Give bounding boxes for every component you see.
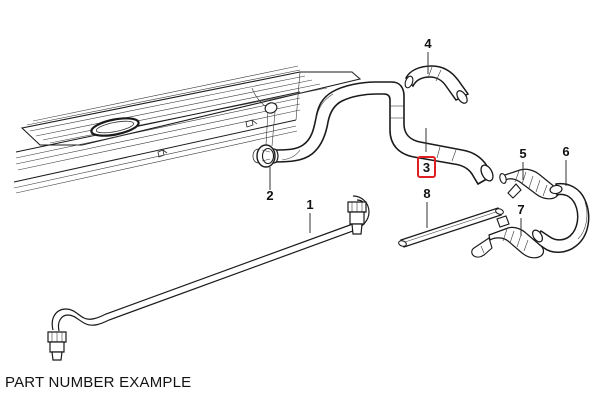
callout-2-label: 2 xyxy=(266,188,273,203)
valve-cover xyxy=(13,65,362,194)
callout-1-label: 1 xyxy=(306,197,313,212)
callout-2: 2 xyxy=(266,167,274,203)
callout-7-label: 7 xyxy=(517,202,524,217)
callout-layer: 1 2 3 4 5 xyxy=(266,36,570,236)
callout-4: 4 xyxy=(424,36,432,74)
line-fitting-left xyxy=(47,331,67,361)
hose-end-opening xyxy=(480,164,494,182)
part-4-rubber-elbow xyxy=(404,65,470,104)
line-fitting-right xyxy=(347,201,367,235)
highlight-box xyxy=(417,156,436,178)
cover-to-hose-link xyxy=(251,87,278,147)
oil-filler-cap xyxy=(90,117,140,137)
callout-6-label: 6 xyxy=(562,144,569,159)
callout-8: 8 xyxy=(423,186,431,228)
part-7-fuel-injector xyxy=(471,215,545,259)
callout-8-label: 8 xyxy=(423,186,430,201)
part-1-fuel-feed-line xyxy=(47,195,370,361)
callout-3-label: 3 xyxy=(423,160,430,175)
part-2-hose-clamp xyxy=(252,144,276,168)
callout-6: 6 xyxy=(562,144,570,186)
callout-4-label: 4 xyxy=(424,36,432,51)
callout-3: 3 xyxy=(417,128,436,178)
part-3-main-vent-hose xyxy=(269,81,494,186)
part-5-hose-connector xyxy=(499,168,560,200)
part-8-straight-tube xyxy=(398,207,504,248)
callout-7: 7 xyxy=(517,202,525,236)
diagram-caption: PART NUMBER EXAMPLE xyxy=(5,374,192,391)
callout-5-label: 5 xyxy=(519,146,526,161)
callout-5: 5 xyxy=(519,146,527,180)
cover-stud-detail xyxy=(157,119,258,158)
callout-1: 1 xyxy=(306,197,314,233)
part-6-return-hose xyxy=(531,182,590,253)
